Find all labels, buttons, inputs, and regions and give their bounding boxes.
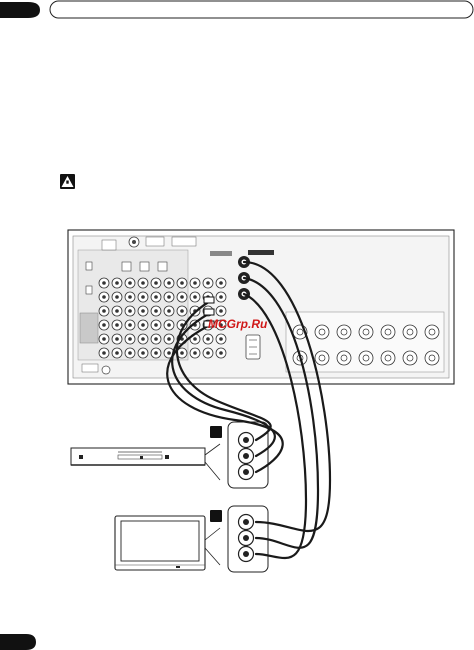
speaker-terminal xyxy=(314,324,330,340)
rca-jack xyxy=(189,347,201,359)
rca-jack xyxy=(111,305,123,317)
rca-jack xyxy=(111,333,123,345)
rca-jack xyxy=(137,347,149,359)
rca-jack xyxy=(150,291,162,303)
rca-jack xyxy=(150,277,162,289)
video-cables xyxy=(166,260,332,560)
speaker-terminal xyxy=(380,324,396,340)
rca-jack xyxy=(111,347,123,359)
caution-hand-icon xyxy=(60,174,75,189)
rca-jack xyxy=(215,347,227,359)
rca-plug xyxy=(203,296,215,304)
rca-jack xyxy=(150,347,162,359)
speaker-terminal xyxy=(402,350,418,366)
rca-jack xyxy=(202,333,214,345)
speaker-terminal xyxy=(380,350,396,366)
rca-jack xyxy=(215,291,227,303)
rca-jack xyxy=(176,291,188,303)
rca-jack xyxy=(189,319,201,331)
rca-jack xyxy=(163,305,175,317)
speaker-terminal xyxy=(424,324,440,340)
rca-jack xyxy=(124,333,136,345)
rca-jack xyxy=(189,277,201,289)
rca-jack xyxy=(98,277,110,289)
rca-jack xyxy=(202,277,214,289)
cable xyxy=(175,298,272,442)
speaker-terminal xyxy=(358,324,374,340)
speaker-terminal xyxy=(336,324,352,340)
speaker-terminal xyxy=(358,350,374,366)
rca-jack xyxy=(124,305,136,317)
rca-jack xyxy=(137,319,149,331)
cable xyxy=(242,276,320,549)
rca-jack xyxy=(163,319,175,331)
rca-jack xyxy=(98,319,110,331)
cable xyxy=(166,322,284,474)
header-title-box xyxy=(49,0,474,19)
rca-jack xyxy=(124,347,136,359)
speaker-terminal xyxy=(424,350,440,366)
rca-jack xyxy=(215,333,227,345)
av-receiver-rear-panel xyxy=(67,229,455,385)
cable xyxy=(242,260,332,533)
rca-jack xyxy=(176,277,188,289)
rca-jack xyxy=(111,277,123,289)
rca-jack xyxy=(163,291,175,303)
rca-jack xyxy=(150,305,162,317)
header-tab xyxy=(0,2,40,18)
page-header xyxy=(0,0,474,19)
speaker-terminal xyxy=(314,350,330,366)
rca-jack xyxy=(111,319,123,331)
rca-plug xyxy=(203,308,215,316)
tv-monitor xyxy=(114,515,206,571)
rca-jack xyxy=(215,319,227,331)
rca-jack xyxy=(215,305,227,317)
rca-jack xyxy=(163,277,175,289)
monitor-out-jacks xyxy=(238,256,250,300)
rca-jack xyxy=(124,291,136,303)
speaker-terminal xyxy=(402,324,418,340)
rca-plug xyxy=(203,320,215,328)
speaker-terminal xyxy=(336,350,352,366)
dvd-player xyxy=(70,447,206,466)
rca-jack xyxy=(137,277,149,289)
footer-tab xyxy=(0,634,36,650)
watermark: MCGrp.Ru xyxy=(208,317,268,331)
rca-jack xyxy=(98,347,110,359)
cable xyxy=(171,310,276,458)
rca-jack xyxy=(215,277,227,289)
rca-jack-grid xyxy=(98,277,227,359)
rca-jack xyxy=(150,319,162,331)
rca-jack xyxy=(202,347,214,359)
rca-jack xyxy=(163,333,175,345)
rca-jack xyxy=(189,291,201,303)
rca-jack xyxy=(137,291,149,303)
rca-jack xyxy=(137,333,149,345)
rca-jack xyxy=(124,277,136,289)
cable xyxy=(242,292,308,560)
rca-jack xyxy=(137,305,149,317)
rca-jack xyxy=(176,305,188,317)
rca-jack xyxy=(150,333,162,345)
rca-jack xyxy=(111,291,123,303)
rca-jack xyxy=(98,291,110,303)
rca-jack xyxy=(98,305,110,317)
rca-jack xyxy=(98,333,110,345)
rca-jack xyxy=(124,319,136,331)
